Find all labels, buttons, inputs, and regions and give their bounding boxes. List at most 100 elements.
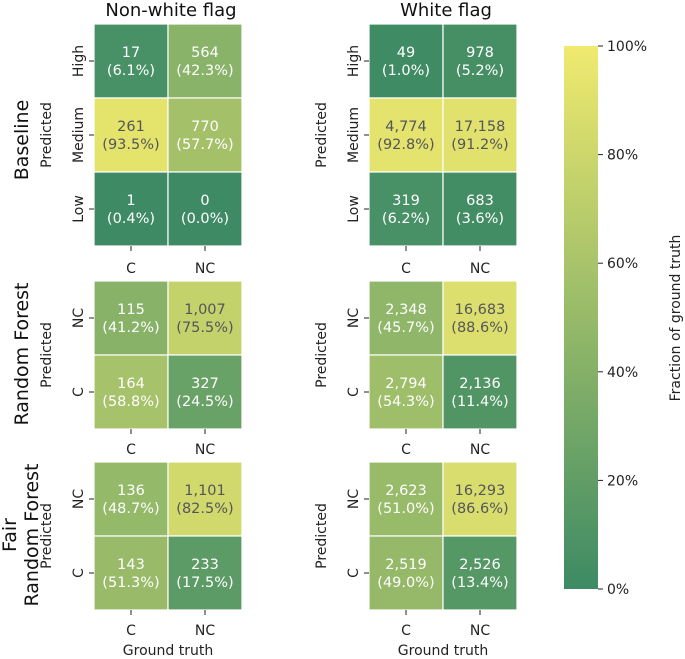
x-tick-label: C xyxy=(401,623,411,639)
heatmap-panel: 115(41.2%)1,007(75.5%)164(58.8%)327(24.5… xyxy=(39,280,243,458)
cell-count-label: 319 xyxy=(392,193,420,209)
row-title-line: Random Forest xyxy=(21,463,43,606)
heatmap-cell xyxy=(442,280,518,356)
cell-count-label: 0 xyxy=(200,193,209,209)
heatmap-cell xyxy=(368,280,444,356)
row-title-1: Random Forest xyxy=(11,282,33,425)
heatmap-cell xyxy=(93,171,169,247)
cell-pct-label: (91.2%) xyxy=(451,137,508,153)
cell-pct-label: (13.4%) xyxy=(451,575,508,591)
cell-count-label: 143 xyxy=(117,557,145,573)
heatmap-cell xyxy=(442,461,518,537)
heatmap-panel: 2,348(45.7%)16,683(88.6%)2,794(54.3%)2,1… xyxy=(314,280,518,458)
heatmap-cell xyxy=(93,280,169,356)
heatmap-cell xyxy=(167,535,243,611)
cell-pct-label: (58.8%) xyxy=(102,394,159,410)
heatmap-panels: 17(6.1%)564(42.3%)261(93.5%)770(57.7%)1(… xyxy=(39,23,518,659)
cell-pct-label: (41.2%) xyxy=(102,320,159,336)
cell-pct-label: (82.5%) xyxy=(176,501,233,517)
cell-count-label: 2,526 xyxy=(459,557,501,573)
cell-pct-label: (0.4%) xyxy=(107,211,155,227)
x-tick-label: C xyxy=(126,261,136,277)
cell-pct-label: (24.5%) xyxy=(176,394,233,410)
cell-pct-label: (17.5%) xyxy=(176,575,233,591)
heatmap-cell xyxy=(368,354,444,430)
cell-count-label: 2,136 xyxy=(459,376,501,392)
cell-pct-label: (93.5%) xyxy=(102,137,159,153)
cell-pct-label: (88.6%) xyxy=(451,320,508,336)
cell-count-label: 4,774 xyxy=(385,119,427,135)
cell-count-label: 1,101 xyxy=(184,483,226,499)
y-tick-label: NC xyxy=(346,308,362,328)
x-tick-label: NC xyxy=(195,442,215,458)
cell-pct-label: (3.6%) xyxy=(456,211,504,227)
y-axis-label: Predicted xyxy=(314,503,330,569)
cell-count-label: 2,519 xyxy=(385,557,427,573)
cell-count-label: 164 xyxy=(117,376,145,392)
heatmap-cell xyxy=(167,97,243,173)
heatmap-cell xyxy=(93,97,169,173)
heatmap-cell xyxy=(167,354,243,430)
colorbar-tick-label: 80% xyxy=(607,148,638,164)
heatmap-panel: 2,623(51.0%)16,293(86.6%)2,519(49.0%)2,5… xyxy=(314,461,518,659)
y-axis-label: Predicted xyxy=(39,102,55,168)
cell-pct-label: (11.4%) xyxy=(451,394,508,410)
colorbar-tick-label: 60% xyxy=(607,256,638,272)
column-title-white: White flag xyxy=(400,0,492,21)
cell-pct-label: (92.8%) xyxy=(377,137,434,153)
y-axis-label: Predicted xyxy=(39,503,55,569)
heatmap-cell xyxy=(93,461,169,537)
y-tick-label: Low xyxy=(346,195,362,223)
cell-count-label: 16,293 xyxy=(455,483,506,499)
column-title-nonwhite: Non-white flag xyxy=(105,0,236,21)
heatmap-cell xyxy=(368,97,444,173)
cell-count-label: 17 xyxy=(122,45,140,61)
cell-count-label: 1 xyxy=(126,193,135,209)
row-title-line: Baseline xyxy=(11,100,33,181)
x-tick-label: NC xyxy=(470,261,490,277)
x-tick-label: NC xyxy=(470,623,490,639)
heatmap-cell xyxy=(93,354,169,430)
cell-pct-label: (1.0%) xyxy=(382,63,430,79)
y-tick-label: C xyxy=(71,568,87,578)
y-tick-label: C xyxy=(71,387,87,397)
cell-pct-label: (48.7%) xyxy=(102,501,159,517)
cell-count-label: 17,158 xyxy=(455,119,506,135)
x-tick-label: C xyxy=(401,261,411,277)
cell-pct-label: (86.6%) xyxy=(451,501,508,517)
y-tick-label: NC xyxy=(71,489,87,509)
x-axis-label: Ground truth xyxy=(123,643,213,659)
cell-pct-label: (49.0%) xyxy=(377,575,434,591)
x-axis-label: Ground truth xyxy=(398,643,488,659)
colorbar-tick-label: 100% xyxy=(607,39,647,55)
heatmap-cell xyxy=(93,535,169,611)
y-tick-label: NC xyxy=(71,308,87,328)
y-tick-label: Medium xyxy=(71,107,87,163)
colorbar-label: Fraction of ground truth xyxy=(668,235,684,402)
colorbar: 0%20%40%60%80%100% Fraction of ground tr… xyxy=(564,39,684,598)
heatmap-cell xyxy=(442,535,518,611)
heatmap-cell xyxy=(167,171,243,247)
cell-count-label: 327 xyxy=(191,376,219,392)
cell-count-label: 1,007 xyxy=(184,302,226,318)
heatmap-cell xyxy=(442,97,518,173)
cell-pct-label: (42.3%) xyxy=(176,63,233,79)
heatmap-cell xyxy=(167,280,243,356)
cell-pct-label: (51.3%) xyxy=(102,575,159,591)
x-tick-label: NC xyxy=(195,261,215,277)
colorbar-ticks: 0%20%40%60%80%100% xyxy=(598,39,647,598)
heatmap-cell xyxy=(442,23,518,99)
x-tick-label: NC xyxy=(470,442,490,458)
heatmap-panel: 17(6.1%)564(42.3%)261(93.5%)770(57.7%)1(… xyxy=(39,23,243,277)
row-title-line: Fair xyxy=(0,518,21,552)
heatmap-panel: 136(48.7%)1,101(82.5%)143(51.3%)233(17.5… xyxy=(39,461,243,659)
heatmap-cell xyxy=(167,23,243,99)
heatmap-cell xyxy=(93,23,169,99)
x-tick-label: C xyxy=(126,623,136,639)
cell-count-label: 2,794 xyxy=(385,376,427,392)
cell-count-label: 233 xyxy=(191,557,219,573)
cell-pct-label: (45.7%) xyxy=(377,320,434,336)
cell-count-label: 770 xyxy=(191,119,219,135)
x-tick-label: C xyxy=(401,442,411,458)
